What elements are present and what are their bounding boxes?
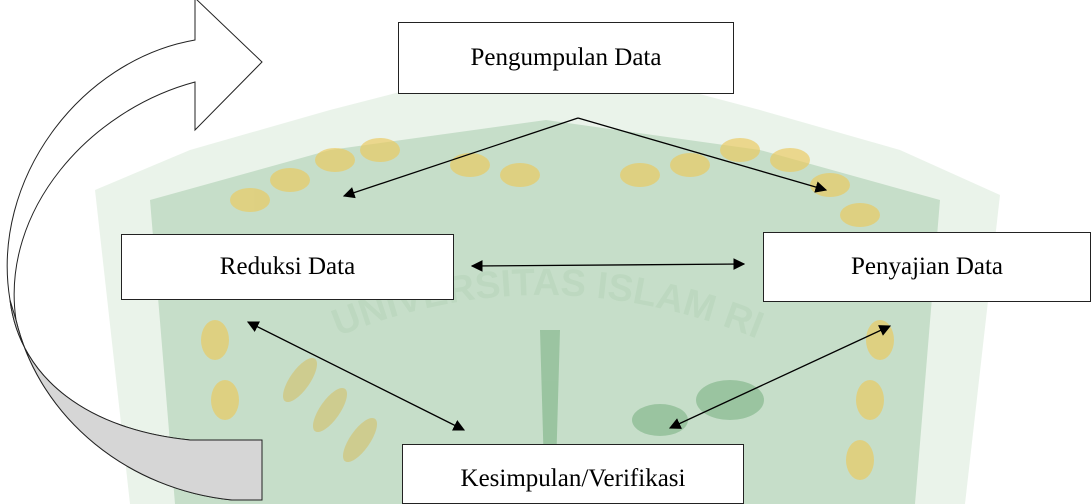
node-label: Kesimpulan/Verifikasi [460,465,686,492]
arrow-reduksi-kesimpulan [246,321,466,431]
arrow-penyajian-kesimpulan [668,325,892,429]
node-penyajian-data: Penyajian Data [763,232,1091,302]
node-kesimpulan-verifikasi: Kesimpulan/Verifikasi [402,444,744,504]
arrow-reduksi-penyajian [470,258,746,272]
node-pengumpulan-data: Pengumpulan Data [398,22,734,94]
node-label: Penyajian Data [850,253,1004,280]
cycle-arrow [6,0,263,501]
node-label: Reduksi Data [219,253,356,280]
arrow-pengumpulan-to-penyajian [577,117,828,193]
node-reduksi-data: Reduksi Data [121,234,454,300]
node-label: Pengumpulan Data [470,44,662,71]
arrow-pengumpulan-to-reduksi [342,117,579,199]
